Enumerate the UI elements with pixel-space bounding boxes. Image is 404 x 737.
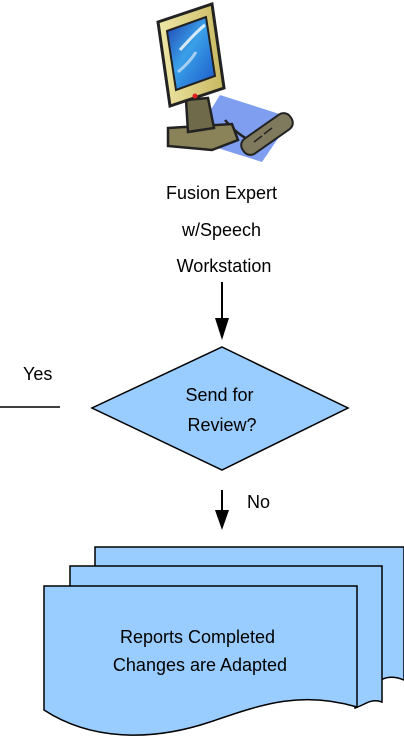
workstation-label-line: Workstation: [177, 256, 272, 276]
mouse-icon: [240, 112, 294, 156]
yes-label: Yes: [23, 364, 52, 384]
decision-label: Send for Review?: [185, 385, 258, 435]
decision-diamond: [90, 346, 350, 471]
arrow-no-branch: [215, 490, 229, 530]
decision-label-line: Review?: [187, 415, 256, 435]
documents-label-line: Changes are Adapted: [113, 655, 287, 675]
multi-document-shape: [43, 546, 404, 736]
arrow-to-decision: [215, 282, 229, 340]
workstation-label-line: w/Speech: [181, 220, 261, 240]
decision-label-line: Send for: [185, 385, 253, 405]
workstation-label: Fusion Expert w/Speech Workstation: [166, 183, 282, 276]
no-label: No: [247, 492, 270, 512]
computer-workstation-icon: [156, 2, 294, 162]
workstation-label-line: Fusion Expert: [166, 183, 277, 203]
documents-label: Reports Completed Changes are Adapted: [113, 627, 287, 675]
document-front: [43, 585, 358, 736]
documents-label-line: Reports Completed: [120, 627, 275, 647]
